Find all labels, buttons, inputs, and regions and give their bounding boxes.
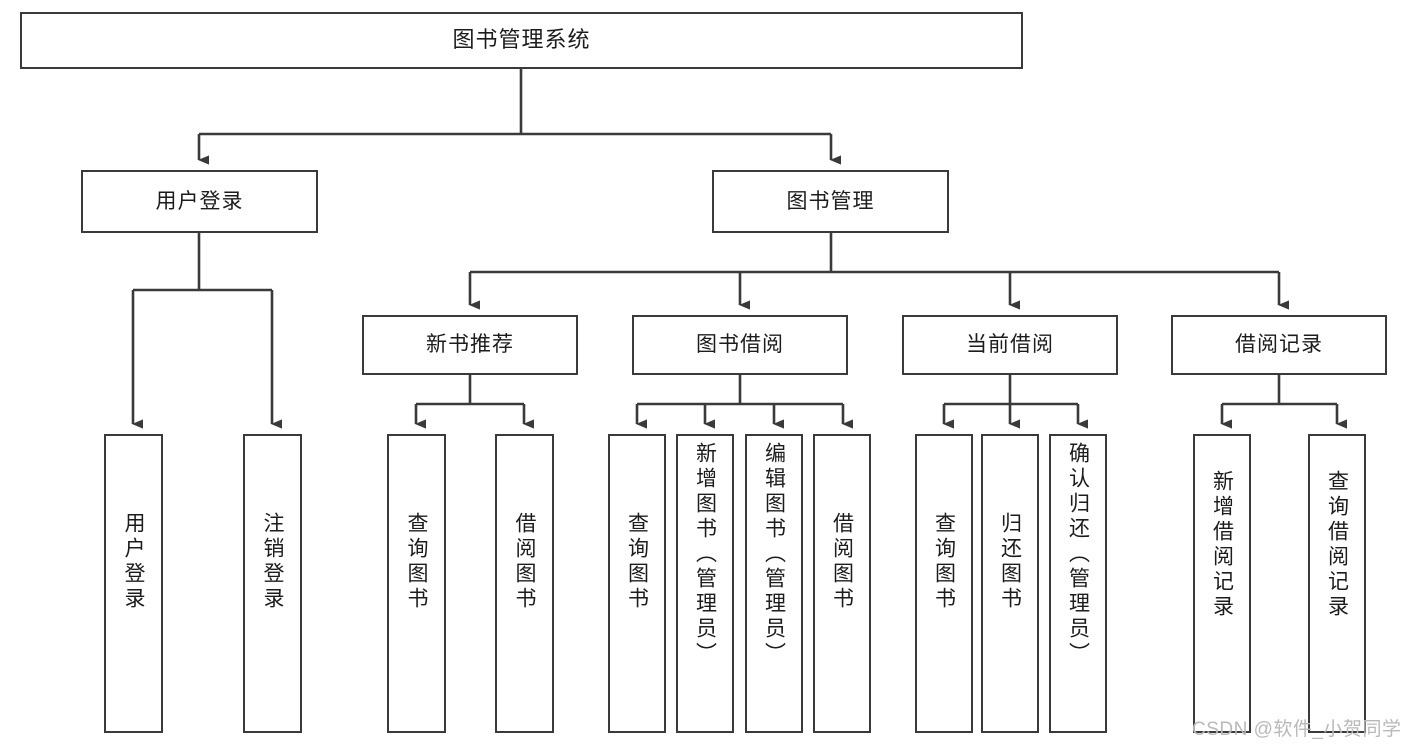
node-label: 新增图书（管理员） bbox=[693, 442, 717, 667]
leaf-borrow-book-borrow[interactable]: 借阅图书 bbox=[813, 434, 871, 733]
node-label: 确认归还（管理员） bbox=[1066, 442, 1090, 667]
node-label: 图书管理系统 bbox=[452, 27, 591, 53]
leaf-confirm-return-admin[interactable]: 确认归还（管理员） bbox=[1049, 434, 1107, 733]
node-label: 查询借阅记录 bbox=[1325, 470, 1349, 620]
node-label: 新书推荐 bbox=[426, 333, 514, 357]
leaf-edit-book-admin[interactable]: 编辑图书（管理员） bbox=[745, 434, 803, 733]
leaf-logout-login[interactable]: 注销登录 bbox=[243, 434, 302, 733]
node-label: 图书借阅 bbox=[696, 333, 784, 357]
node-label: 借阅图书 bbox=[830, 512, 854, 612]
node-label: 图书管理 bbox=[786, 189, 875, 213]
node-current-borrow[interactable]: 当前借阅 bbox=[902, 315, 1118, 375]
node-book-borrow[interactable]: 图书借阅 bbox=[632, 315, 848, 375]
node-new-book-recommend[interactable]: 新书推荐 bbox=[362, 315, 578, 375]
leaf-return-book[interactable]: 归还图书 bbox=[981, 434, 1039, 733]
leaf-query-book-current[interactable]: 查询图书 bbox=[915, 434, 973, 733]
node-borrow-record[interactable]: 借阅记录 bbox=[1171, 315, 1387, 375]
leaf-query-borrow-record[interactable]: 查询借阅记录 bbox=[1308, 434, 1366, 733]
node-label: 用户登录 bbox=[155, 189, 244, 213]
leaf-user-login[interactable]: 用户登录 bbox=[104, 434, 163, 733]
leaf-add-book-admin[interactable]: 新增图书（管理员） bbox=[676, 434, 734, 733]
leaf-query-book-recommend[interactable]: 查询图书 bbox=[387, 434, 446, 733]
node-book-manage[interactable]: 图书管理 bbox=[712, 170, 949, 233]
leaf-borrow-book-recommend[interactable]: 借阅图书 bbox=[495, 434, 554, 733]
node-label: 归还图书 bbox=[998, 512, 1022, 612]
node-label: 借阅记录 bbox=[1235, 333, 1323, 357]
node-label: 用户登录 bbox=[122, 512, 145, 612]
node-user-login[interactable]: 用户登录 bbox=[81, 170, 318, 233]
node-label: 查询图书 bbox=[932, 512, 956, 612]
node-label: 编辑图书（管理员） bbox=[762, 442, 786, 667]
node-label: 借阅图书 bbox=[513, 512, 536, 612]
node-label: 当前借阅 bbox=[966, 333, 1054, 357]
node-book-management-system[interactable]: 图书管理系统 bbox=[20, 12, 1023, 69]
node-label: 查询图书 bbox=[625, 512, 649, 612]
leaf-query-book-borrow[interactable]: 查询图书 bbox=[608, 434, 666, 733]
csdn-watermark: CSDN @软件_小贺同学 bbox=[1192, 719, 1402, 740]
node-label: 注销登录 bbox=[261, 512, 284, 612]
node-label: 查询图书 bbox=[405, 512, 428, 612]
node-label: 新增借阅记录 bbox=[1210, 470, 1234, 620]
leaf-add-borrow-record[interactable]: 新增借阅记录 bbox=[1193, 434, 1251, 733]
